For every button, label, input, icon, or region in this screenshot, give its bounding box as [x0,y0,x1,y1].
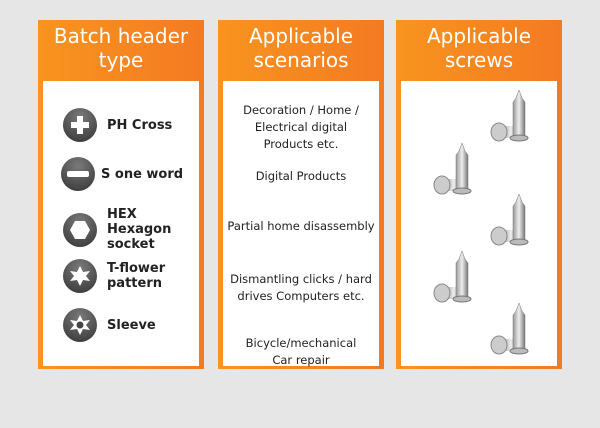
panel-title: Applicable scenarios [249,24,353,72]
panel-title: Batch header type [53,24,189,72]
ph-cross-icon [63,108,97,142]
scenario-text: Digital Products [255,169,347,183]
scenario-text: Bicycle/mechanical Car repair [245,336,357,367]
security-torx-icon [63,308,97,342]
torx-screw [433,250,472,303]
list-item: HEX Hexagon socket [43,207,199,252]
scenario-text: Decoration / Home / Electrical digital P… [243,103,359,151]
ph-cross-screw [490,89,529,142]
item-label: T-flower pattern [107,261,166,291]
list-item: T-flower pattern [43,259,199,293]
batch-header-type-panel: Batch header type PH Cross S one word HE… [38,20,204,369]
applicable-screws-panel: Applicable screws [396,20,562,369]
screws-image [433,89,529,355]
applicable-scenarios-panel: Applicable scenarios Decoration / Home /… [218,20,384,369]
item-label: PH Cross [107,117,173,133]
item-label: Sleeve [107,317,156,333]
slotted-screw [433,142,472,195]
item-label: HEX Hexagon socket [107,207,172,252]
scenario-text: Dismantling clicks / hard drives Compute… [230,272,372,303]
list-item: Sleeve [43,308,199,342]
panel-title: Applicable screws [427,24,531,72]
scenario-text: Partial home disassembly [227,219,375,233]
hex-socket-icon [63,212,97,247]
slotted-icon [61,157,95,191]
hex-screw [490,193,529,246]
list-item: S one word [43,157,199,191]
item-label: S one word [101,166,184,182]
list-item: PH Cross [43,108,199,142]
torx-icon [63,259,97,293]
security-torx-screw [490,302,529,355]
